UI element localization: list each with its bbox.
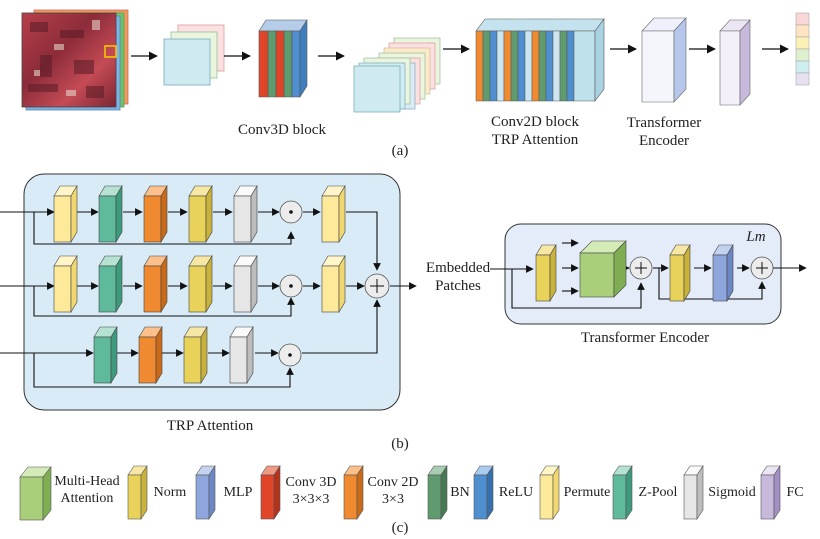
legend-label-permute: Permute <box>563 485 611 500</box>
transformer-encoder-label: Transformer Encoder <box>580 330 710 346</box>
encoder-norm-1 <box>535 243 557 303</box>
legend-swatch-mlp <box>195 465 216 520</box>
trp-row-3 <box>93 325 254 385</box>
encoder-mlp <box>712 243 734 303</box>
reshaped-patches <box>353 37 441 113</box>
fc-block <box>719 19 751 106</box>
legend <box>19 465 781 521</box>
panel-a-pipeline <box>21 9 810 113</box>
trp-attention-panel <box>0 173 417 411</box>
caption-c: (c) <box>391 520 409 536</box>
legend-label-bn: BN <box>450 485 470 500</box>
legend-swatch-relu <box>473 465 494 520</box>
embedded-label: Embedded <box>425 260 491 276</box>
repeat-label: Lm <box>746 229 766 245</box>
legend-swatch-norm <box>127 465 148 520</box>
conv2d-trp-block <box>475 18 605 102</box>
caption-b: (b) <box>391 436 409 452</box>
legend-label-norm: Norm <box>153 485 187 500</box>
legend-swatch-conv2d <box>343 465 364 520</box>
legend-swatch-fc <box>760 465 781 520</box>
legend-swatch-sigmoid <box>683 465 704 520</box>
legend-swatch-permute <box>539 465 560 520</box>
caption-a: (a) <box>391 143 409 159</box>
output-vector <box>795 12 810 86</box>
legend-label-sigmoid: Sigmoid <box>708 485 756 500</box>
legend-label-z-pool: Z-Pool <box>638 485 678 500</box>
patches-label: Patches <box>435 278 481 294</box>
transformer-encoder-block <box>641 17 687 103</box>
trp-row-2 <box>53 254 346 314</box>
conv3d-label: Conv3D block <box>238 122 326 138</box>
conv3d-block <box>258 18 308 99</box>
transformer-label: Transformer <box>626 115 702 131</box>
encoder-mha <box>579 240 627 298</box>
trp-attention-label-a: TRP Attention <box>491 132 579 148</box>
trp-row-1 <box>53 184 346 244</box>
patch-marker <box>104 45 117 58</box>
encoder-norm-2 <box>669 243 691 303</box>
legend-label-conv3d: Conv 3D 3×3×3 <box>285 475 337 507</box>
legend-swatch-bn <box>427 465 448 520</box>
legend-label-fc: FC <box>786 485 804 500</box>
encoder-label-a: Encoder <box>639 133 689 149</box>
add-op <box>364 273 390 299</box>
legend-swatch-z-pool <box>612 465 633 520</box>
trp-attention-label-b: TRP Attention <box>166 418 254 434</box>
encoder-add-op <box>629 256 774 280</box>
legend-label-conv2d: Conv 2D 3×3 <box>367 475 419 507</box>
transformer-encoder-panel <box>490 223 807 325</box>
legend-label-multi-head: Multi-Head Attention <box>54 474 120 506</box>
legend-label-relu: ReLU <box>498 485 534 500</box>
legend-swatch-multi-head-attention <box>19 466 52 521</box>
legend-label-mlp: MLP <box>223 485 253 500</box>
input-patches <box>163 38 211 86</box>
legend-swatch-conv3d <box>260 465 281 520</box>
multiply-op <box>278 200 303 367</box>
conv2d-label: Conv2D block <box>491 114 579 130</box>
